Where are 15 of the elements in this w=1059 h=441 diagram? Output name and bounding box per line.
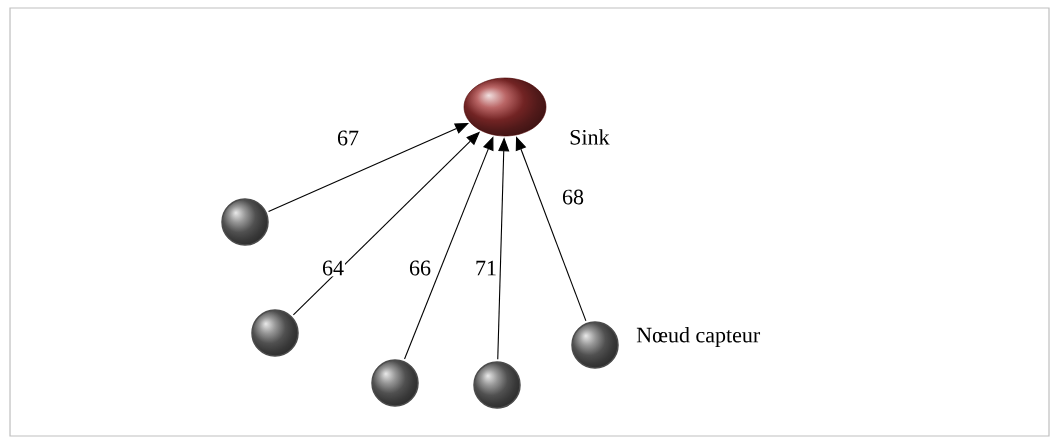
sink-node: [463, 77, 547, 137]
sensor-node: [371, 359, 419, 407]
edge-label: 64: [321, 259, 345, 277]
sensor-node: [251, 309, 299, 357]
sensor-node: [473, 361, 521, 409]
arrow: [268, 122, 469, 213]
sensor-node: [221, 198, 269, 246]
edge-label: 66: [408, 259, 432, 277]
edge-label: 71: [474, 259, 498, 277]
edge-label: 68: [561, 188, 585, 206]
node-caption: Sink: [570, 129, 610, 145]
sensor-node: [571, 321, 619, 369]
node-caption: Nœud capteur: [636, 327, 761, 347]
edge-label: 67: [336, 129, 360, 147]
arrow: [404, 136, 494, 360]
